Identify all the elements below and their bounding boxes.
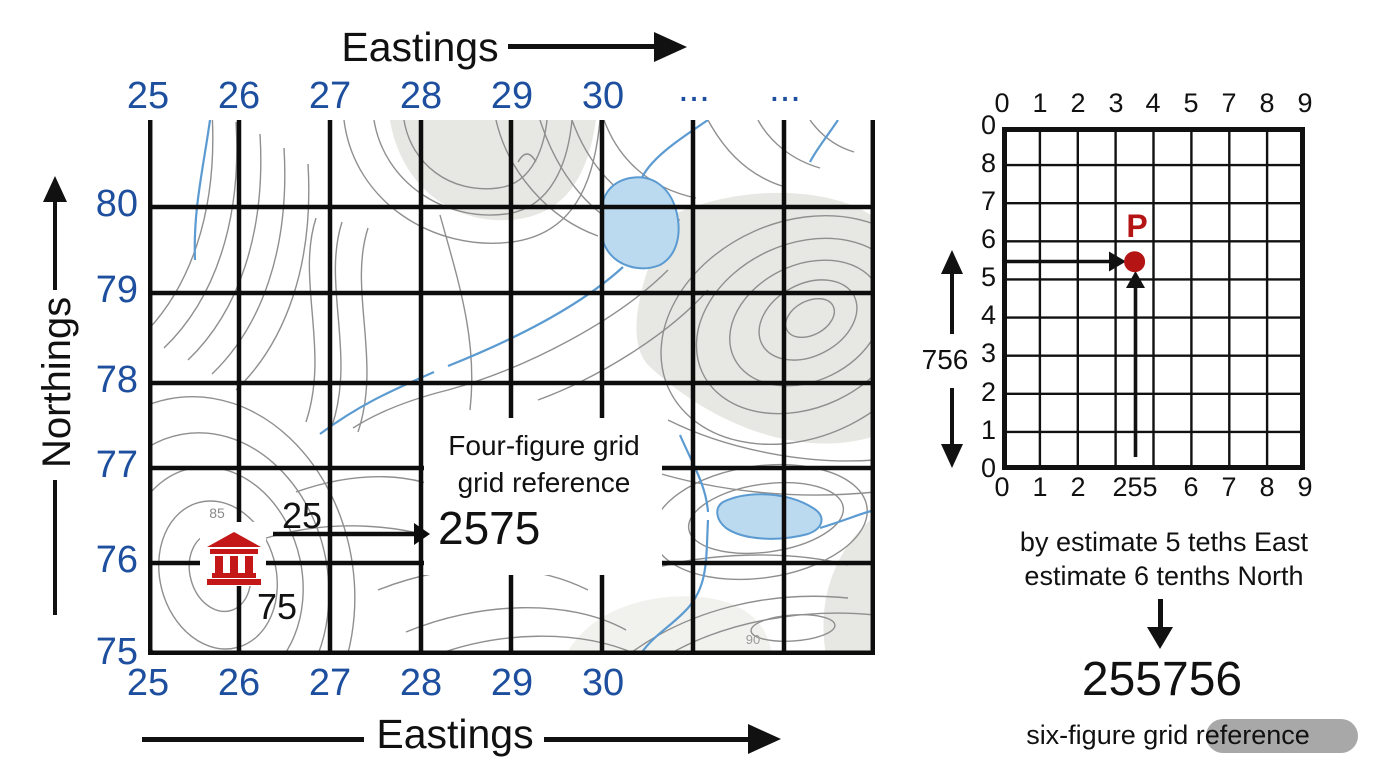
tenths-top-label: 5 [1183,88,1199,118]
northing-label: 79 [95,269,138,311]
tenths-grid [1002,127,1305,470]
building-icon [207,532,261,585]
easting-bottom-label: 25 [126,662,170,704]
estimate-caption-line2: estimate 6 tenths North [1024,561,1304,591]
tenths-top-label: 2 [1070,88,1086,118]
six-figure-value: 255756 [1081,653,1243,706]
tenths-bottom-label: 9 [1297,472,1313,502]
northings-arrow-icon [43,176,67,202]
easting-top-ellipsis: ... [769,68,801,110]
northing-tenths-arrow-shaft-top [950,272,954,334]
result-arrow-icon [1147,627,1173,649]
tenths-top-label: 3 [1108,88,1124,118]
point-north-arrow [1126,271,1145,457]
four-figure-box: Four-figure grid grid reference 2575 [428,428,660,555]
tenths-bottom-label: 7 [1221,472,1237,502]
northing-digits-label: 75 [256,586,298,627]
point-east-arrow [1005,251,1126,272]
northing-tenths-arrow-shaft-bottom [950,388,954,446]
estimate-caption-line1: by estimate 5 teths East [1019,527,1309,557]
four-figure-arrow [273,523,430,545]
northings-arrow-shaft-top [53,200,57,290]
annotation-box-bg [424,418,662,575]
tenths-left-label: 6 [980,224,996,254]
easting-top-label: 27 [308,75,352,117]
eastings-top-arrow-shaft [508,44,656,49]
tenths-left-label: 1 [980,415,996,445]
tenths-bottom-label: 8 [1259,472,1275,502]
easting-top-label: 26 [217,75,261,117]
northing-tenths-arrow-up-icon [941,250,963,274]
easting-top-label: 25 [126,75,170,117]
tenths-left-label: 3 [980,338,996,368]
point-p-dot [1124,251,1146,273]
easting-bottom-label: 29 [490,662,534,704]
tenths-grid-border [1002,127,1305,470]
side-value-756: 756 [921,344,969,375]
eastings-top-arrow-icon [654,32,687,62]
contour-label-85: 85 [209,505,225,521]
four-figure-box-line2: grid reference [457,466,631,498]
tenths-top-label: 1 [1032,88,1048,118]
tenths-top-label: 4 [1145,88,1161,118]
tenths-left-label: 2 [980,377,996,407]
easting-top-label: 29 [490,75,534,117]
watermark-pill [1206,719,1358,753]
tenths-bottom-label: 0 [994,472,1010,502]
six-figure-caption: six-figure grid reference [1026,720,1310,750]
easting-digits-label: 25 [281,495,323,536]
eastings-bottom-arrow-shaft [544,737,750,742]
northing-label: 78 [95,359,138,401]
tenths-bottom-label: 6 [1183,472,1199,502]
tenths-left-label: 4 [980,300,996,330]
tenths-left-label: 8 [980,148,996,178]
four-figure-box-line1: Four-figure grid [448,430,640,461]
northing-tenths-arrow-down-icon [941,444,963,468]
eastings-bottom-arrow-icon [748,724,781,754]
tenths-left-label: 7 [980,186,996,216]
tenths-bottom-label: 2 [1070,472,1086,502]
easting-bottom-label: 27 [308,662,352,704]
northings-arrow-shaft-bottom [53,480,57,615]
map-grid-lines [148,120,875,655]
northing-label: 76 [95,539,138,581]
tenths-left-label: 0 [980,110,996,140]
eastings-top-title: Eastings [341,24,499,70]
point-p-label: P [1126,208,1148,244]
easting-bottom-label: 26 [217,662,261,704]
tenths-top-label: 0 [994,88,1010,118]
tenths-left-label: 5 [980,262,996,292]
easting-bottom-label: 30 [581,662,625,704]
tenths-bottom-label: 255 [1112,472,1158,502]
easting-top-ellipsis: ... [678,68,710,110]
easting-top-label: 30 [581,75,625,117]
northing-label: 77 [95,444,138,486]
contour-label-90: 90 [745,632,761,647]
tenths-grid-lines [1002,127,1305,470]
streams-group [193,120,875,655]
eastings-bottom-title: Eastings [376,711,534,757]
northing-label: 80 [95,183,138,225]
lakes-group [600,176,823,540]
eastings-bottom-line-left [142,737,364,742]
tenths-left-label: 0 [980,453,996,483]
tenths-top-label: 8 [1259,88,1275,118]
tenths-top-label: 9 [1297,88,1313,118]
easting-top-label: 28 [399,75,443,117]
result-arrow-shaft [1158,599,1163,629]
easting-bottom-label: 28 [399,662,443,704]
four-figure-value: 2575 [438,501,541,554]
northing-label: 75 [95,631,138,673]
tenths-bottom-label: 1 [1032,472,1048,502]
tenths-top-label: 7 [1221,88,1237,118]
